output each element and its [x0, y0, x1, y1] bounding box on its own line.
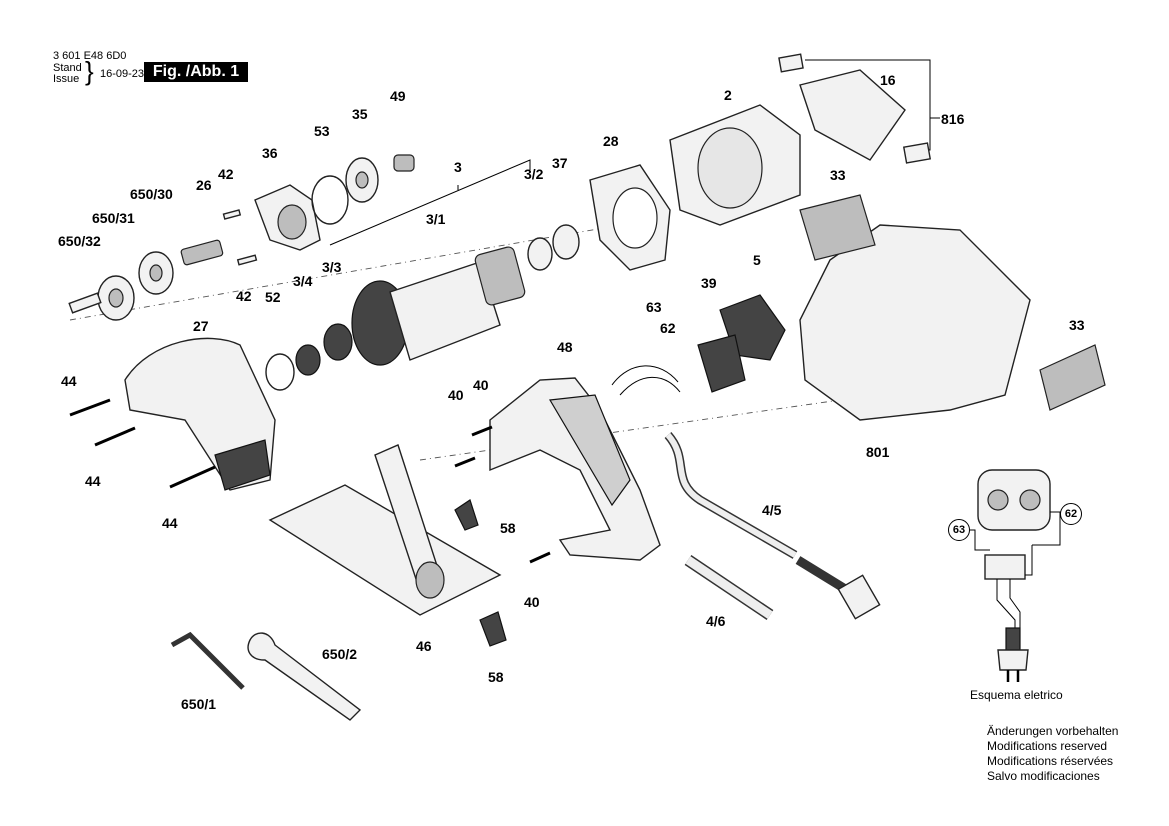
switch	[697, 294, 786, 393]
flange-set	[68, 209, 258, 321]
label-52: 52	[265, 289, 281, 305]
note-line: Modifications reserved	[987, 739, 1108, 753]
label-3-1: 3/1	[426, 211, 446, 227]
issue-date: 16-09-23	[100, 68, 145, 80]
label-16: 16	[880, 72, 896, 88]
stator	[669, 104, 801, 226]
label-650-31: 650/31	[92, 210, 135, 226]
power-cord	[664, 432, 798, 559]
note-line: Änderungen vorbehalten	[987, 724, 1119, 738]
label-28: 28	[603, 133, 619, 149]
label-53: 53	[314, 123, 330, 139]
label-42b: 42	[236, 288, 252, 304]
wiring-schematic	[968, 469, 1061, 682]
stand-label: Stand	[53, 62, 82, 74]
bearing-flange	[254, 154, 415, 251]
schematic-label-63: 63	[948, 519, 970, 541]
label-650-1: 650/1	[181, 696, 217, 712]
label-44c: 44	[162, 515, 178, 531]
label-4-5: 4/5	[762, 502, 782, 518]
schematic-label-62: 62	[1060, 503, 1082, 525]
label-62: 62	[660, 320, 676, 336]
schematic-caption: Esquema eletrico	[970, 688, 1063, 702]
blade-guard	[124, 337, 276, 491]
label-27: 27	[193, 318, 209, 334]
label-46: 46	[416, 638, 432, 654]
label-40a: 40	[473, 377, 489, 393]
spanner	[247, 632, 362, 721]
label-801: 801	[866, 444, 890, 460]
motor-housing	[799, 194, 1106, 421]
brush-holder	[778, 53, 932, 164]
base-plate	[268, 444, 502, 616]
note-line: Salvo modificaciones	[987, 769, 1100, 783]
label-4-6: 4/6	[706, 613, 726, 629]
label-63: 63	[646, 299, 662, 315]
label-58b: 58	[488, 669, 504, 685]
issue-label: Issue	[53, 73, 80, 85]
armature	[265, 224, 580, 391]
knob	[479, 611, 507, 647]
label-49: 49	[390, 88, 406, 104]
label-35: 35	[352, 106, 368, 122]
label-33b: 33	[1069, 317, 1085, 333]
label-650-32: 650/32	[58, 233, 101, 249]
label-36: 36	[262, 145, 278, 161]
label-40b: 40	[448, 387, 464, 403]
label-40c: 40	[524, 594, 540, 610]
label-33a: 33	[830, 167, 846, 183]
label-42a: 42	[218, 166, 234, 182]
figure-badge: Fig. /Abb. 1	[144, 62, 248, 82]
label-816: 816	[941, 111, 965, 127]
label-650-30: 650/30	[130, 186, 173, 202]
label-44a: 44	[61, 373, 77, 389]
label-37: 37	[552, 155, 568, 171]
notes-block: Änderungen vorbehalten Modifications res…	[987, 724, 1118, 784]
label-5: 5	[753, 252, 761, 268]
label-2: 2	[724, 87, 732, 103]
label-3-2: 3/2	[524, 166, 544, 182]
fan-baffle	[589, 164, 671, 271]
screws	[69, 398, 551, 564]
label-48: 48	[557, 339, 573, 355]
note-line: Modifications réservées	[987, 754, 1114, 768]
part-number: 3 601 E48 6D0	[53, 50, 127, 62]
label-650-2: 650/2	[322, 646, 358, 662]
brace-glyph: }	[85, 56, 94, 86]
label-3-4: 3/4	[293, 273, 313, 289]
wire-harness	[611, 365, 679, 386]
hex-key	[170, 631, 245, 690]
handle-housing	[489, 377, 661, 561]
power-plug	[837, 574, 881, 620]
label-58a: 58	[500, 520, 516, 536]
knob	[454, 499, 479, 531]
label-39: 39	[701, 275, 717, 291]
label-3: 3	[454, 159, 462, 175]
label-3-3: 3/3	[322, 259, 342, 275]
label-44b: 44	[85, 473, 101, 489]
label-26: 26	[196, 177, 212, 193]
